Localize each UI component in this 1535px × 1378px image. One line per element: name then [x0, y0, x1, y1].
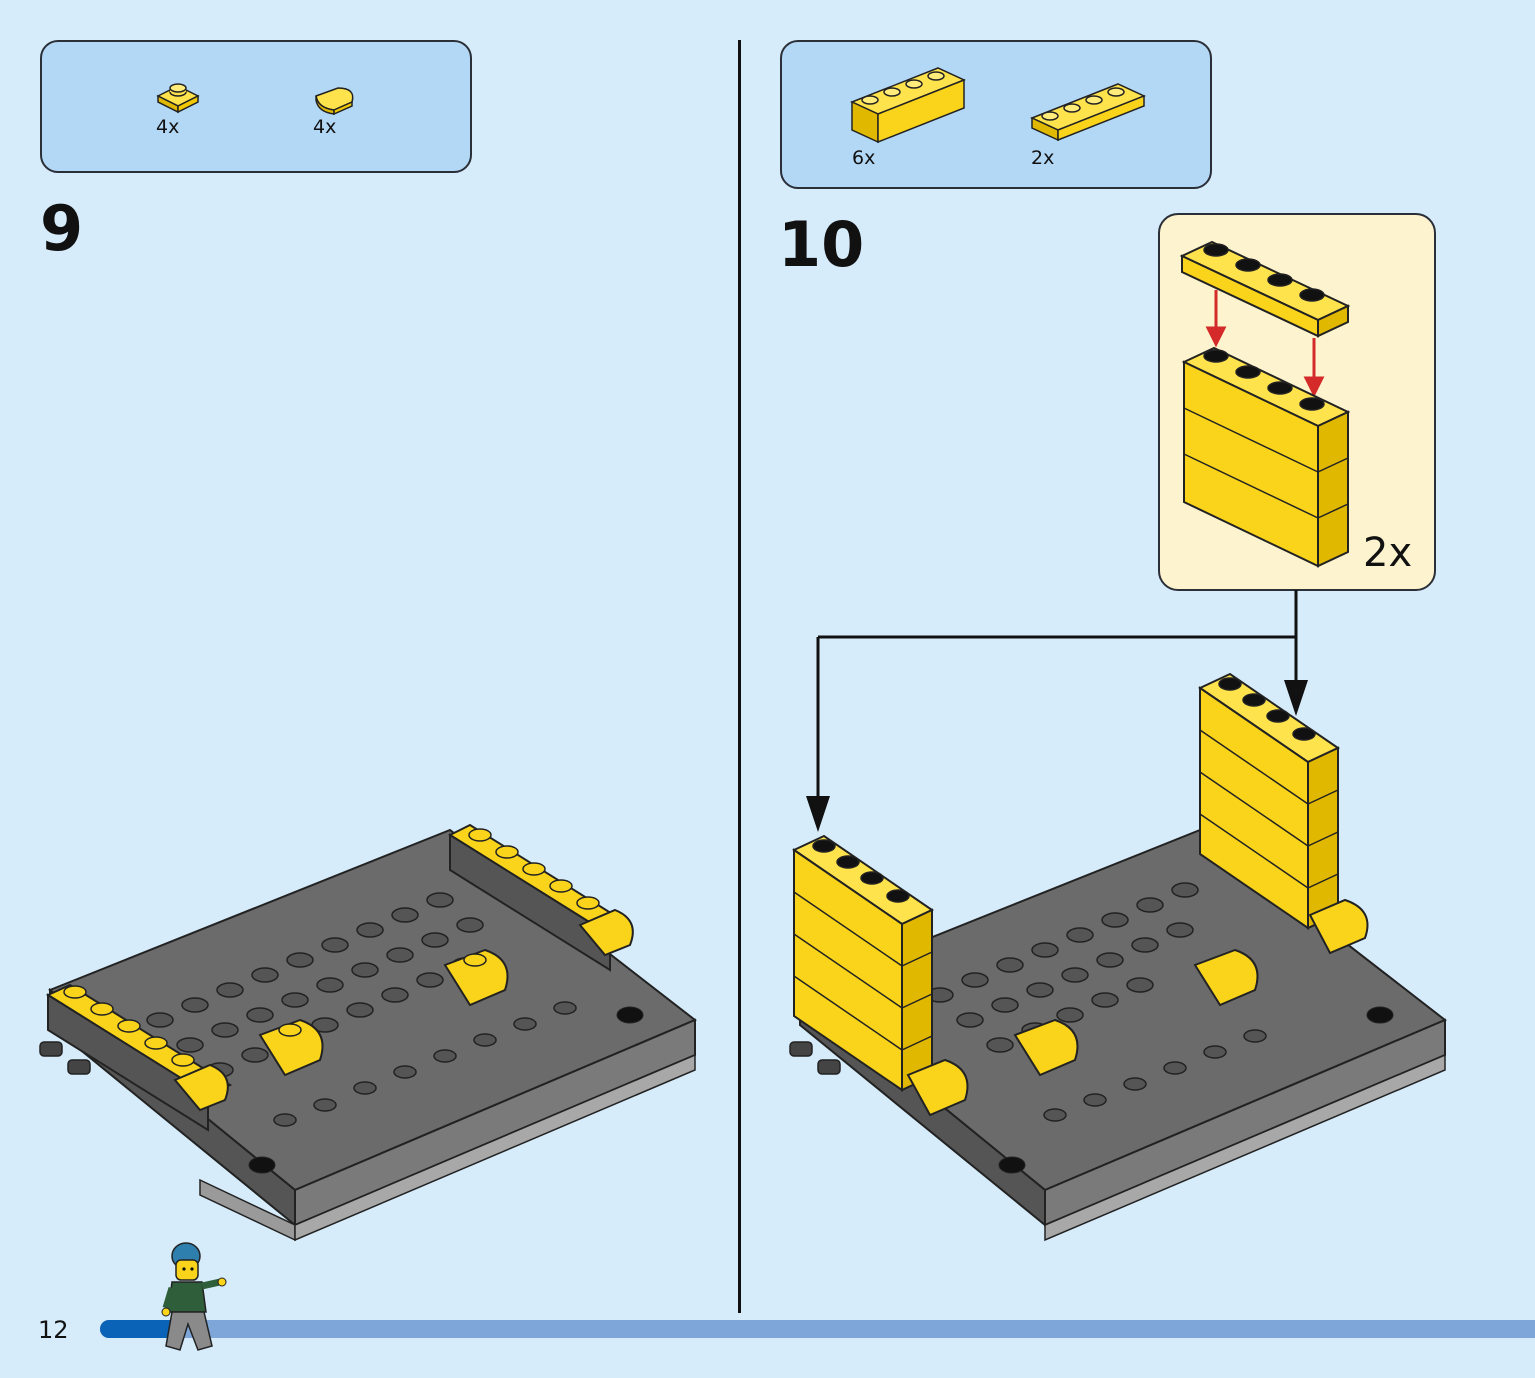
step-10-model-illustration: [789, 672, 1447, 1242]
sub-assembly-illustration: [1179, 240, 1351, 568]
page-number: 12: [38, 1316, 69, 1344]
part-count: 4x: [313, 116, 337, 138]
part-count: 4x: [156, 116, 180, 138]
progress-bar: [100, 1320, 1535, 1338]
step-number: 10: [778, 208, 865, 281]
minifigure-walking-icon: [161, 1242, 227, 1351]
step-9-parts-box: 4x 4x: [40, 40, 472, 173]
arrow-head-icon: [1284, 680, 1308, 716]
part-count: 6x: [852, 147, 876, 169]
callout-multiplier: 2x: [1363, 530, 1413, 576]
part-brick-1x4-icon: [850, 67, 966, 144]
part-plate-1x1-icon: [156, 83, 200, 114]
step-9-model-illustration: [39, 823, 697, 1242]
progress-bar-fill: [100, 1320, 172, 1338]
step-number: 9: [40, 192, 84, 265]
part-count: 2x: [1031, 147, 1055, 169]
part-tile-quarter-round-icon: [315, 87, 354, 116]
page-divider: [738, 40, 741, 1313]
arrow-head-icon: [806, 796, 830, 832]
placement-arrows: [806, 590, 1308, 832]
step-10-parts-box: 6x 2x: [780, 40, 1212, 189]
part-plate-1x4-icon: [1030, 83, 1146, 142]
